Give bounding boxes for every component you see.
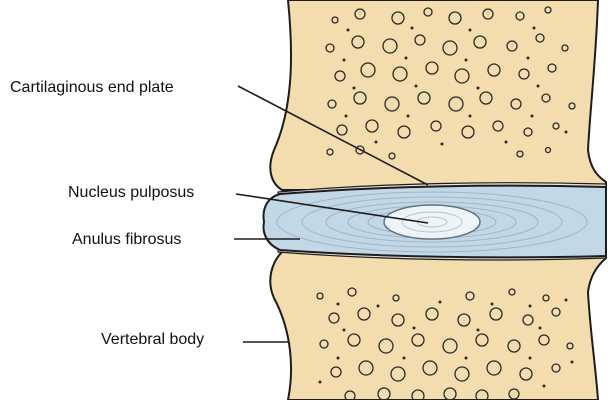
label-nucleus-pulposus: Nucleus pulposus — [68, 184, 194, 202]
lower-vertebral-body — [270, 252, 606, 400]
label-vertebral-body: Vertebral body — [101, 331, 204, 349]
label-cartilaginous-end-plate: Cartilaginous end plate — [10, 79, 174, 97]
upper-vertebral-body — [270, 0, 606, 190]
label-anulus-fibrosus: Anulus fibrosus — [72, 231, 181, 249]
nucleus-pulposus — [384, 205, 480, 239]
